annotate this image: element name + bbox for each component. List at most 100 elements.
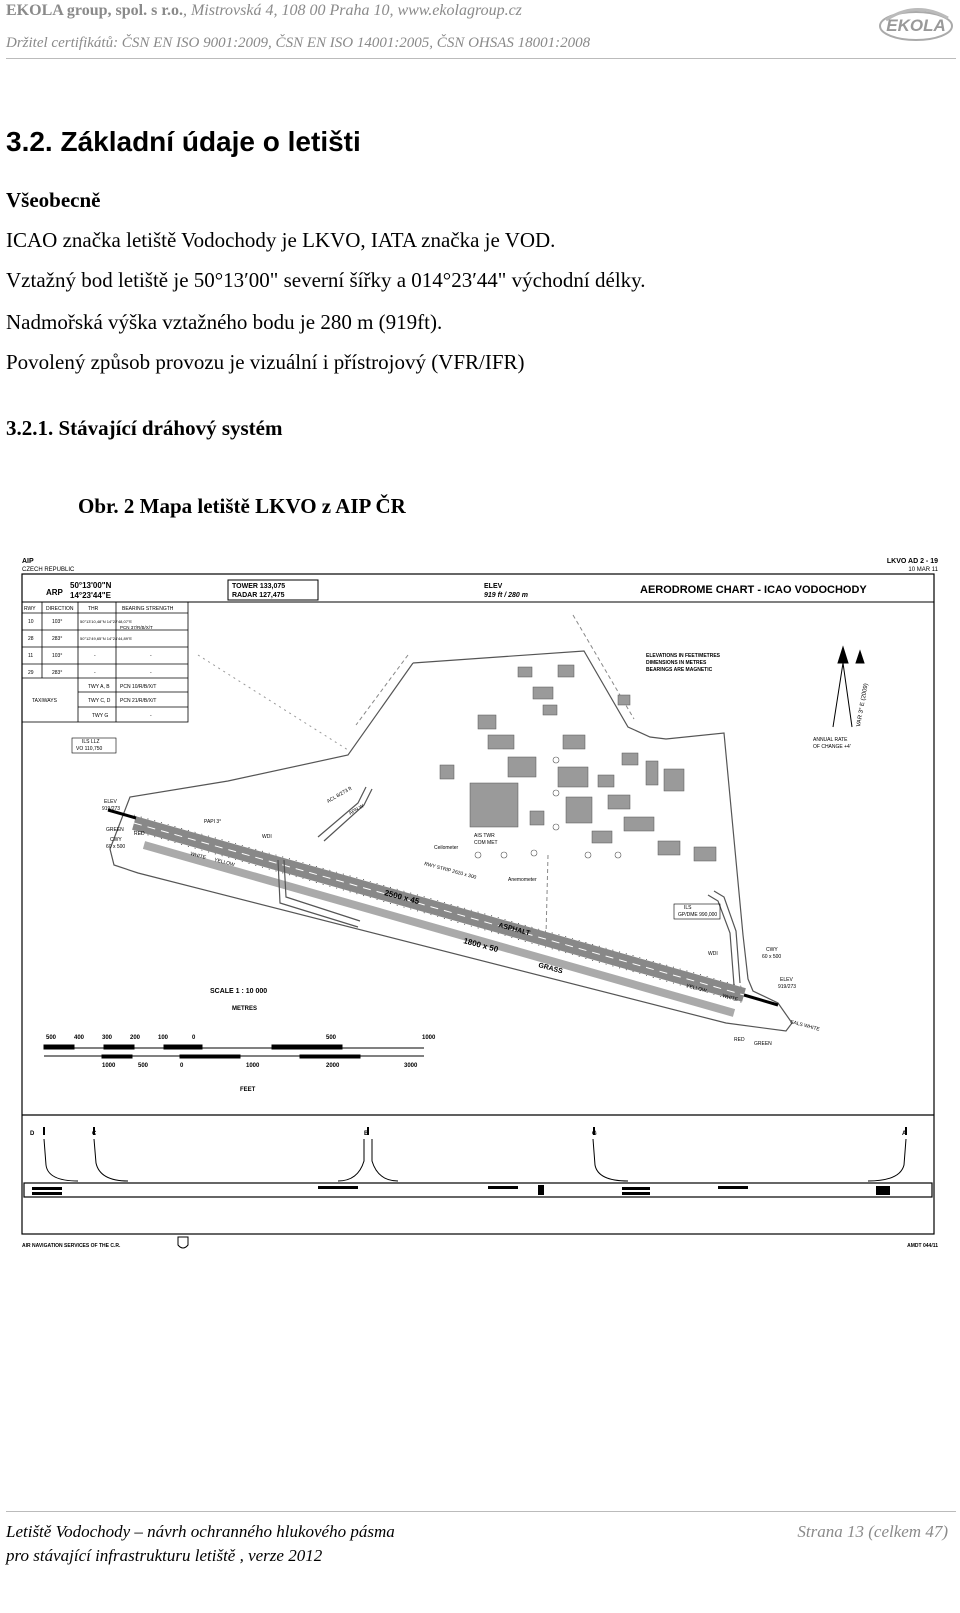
chart-page-id: LKVO AD 2 - 19 (887, 558, 938, 565)
section-title: 3.2. Základní údaje o letišti (6, 126, 361, 157)
cwy-label: CWY (110, 837, 122, 843)
tbl-taxiways: TAXIWAYS (32, 698, 58, 704)
tbl-twy3: TWY G (92, 713, 108, 719)
annual-rate-2: OF CHANGE +4' (813, 744, 851, 750)
tbl-r3-dir: 103° (52, 653, 62, 659)
tbl-r3-pcn: - (150, 653, 152, 659)
wdi-label-1: WDI (262, 834, 272, 840)
north-arrow (832, 645, 865, 728)
chart-footer-left: AIR NAVIGATION SERVICES OF THE C.R. (22, 1243, 121, 1249)
runway-system (107, 808, 779, 1017)
twy-label-a: A (902, 1131, 907, 1137)
yellow-label-2: YELLOW (685, 983, 707, 994)
company-address: , Mistrovská 4, 108 00 Praha 10, www.eko… (182, 2, 522, 19)
chart-footer-right: AMDT 044/11 (907, 1243, 938, 1249)
tbl-twy1: TWY A, B (88, 684, 110, 690)
elev-thr-value-2: 919/273 (778, 984, 796, 990)
tbl-r2-rwy: 28 (28, 636, 34, 642)
note-elevations: ELEVATIONS IN FEET/METRES (646, 653, 721, 659)
m-tick-300: 300 (102, 1035, 113, 1041)
header-rule (6, 58, 956, 59)
tbl-twy3-pcn: - (150, 713, 152, 719)
chart-frame (21, 573, 935, 1235)
subsection-title: 3.2.1. Stávající dráhový systém (6, 416, 283, 440)
twr-label: AIS TWR (474, 833, 495, 839)
m-tick-500: 500 (46, 1035, 57, 1041)
chart-aip: AIP (22, 558, 34, 565)
twy-label-b: B (364, 1131, 369, 1137)
cwy-dim: 60 x 500 (106, 844, 125, 850)
anemometer-label: Anemometer (508, 877, 537, 883)
elev-thr-label: ELEV (104, 799, 117, 805)
aerodrome-chart: AIP CZECH REPUBLIC LKVO AD 2 - 19 10 MAR… (21, 558, 939, 1249)
tower-freq: TOWER 133,075 (232, 583, 285, 590)
met-label: COM MET (474, 840, 498, 846)
ils-llz-label: ILS LLZ (82, 739, 100, 745)
rwy-strip-label: RWY STRIP 2620 x 300 (423, 861, 477, 881)
elev-thr-label-2: ELEV (780, 977, 793, 983)
f-tick-1000b: 1000 (246, 1063, 260, 1069)
ans-emblem-icon (177, 1236, 189, 1249)
tbl-r3-thr: - (94, 653, 96, 659)
logo-text: EKOLA (886, 16, 946, 35)
footer-left-2: pro stávající infrastrukturu letiště , v… (6, 1546, 323, 1565)
buildings (439, 664, 717, 862)
f-tick-500: 500 (138, 1063, 149, 1069)
f-tick-0: 0 (180, 1063, 184, 1069)
runway-detail (22, 1114, 934, 1198)
feet-label: FEET (240, 1087, 256, 1093)
text-line-1: ICAO značka letiště Vodochody je LKVO, I… (6, 228, 556, 252)
twy-label-c: C (92, 1131, 97, 1137)
m-tick-400: 400 (74, 1035, 85, 1041)
footer-left-1: Letiště Vodochody – návrh ochranného hlu… (6, 1522, 395, 1541)
tbl-r4-thr: - (94, 670, 96, 676)
airfield-boundary (109, 650, 793, 1032)
wdi-label-2: WDI (708, 951, 718, 957)
twy-label-g: G (592, 1131, 597, 1137)
chart-date: 10 MAR 11 (908, 567, 938, 573)
elev-thr-value: 919/273 (102, 806, 120, 812)
tbl-r1-rwy: 10 (28, 619, 34, 625)
note-bearings: BEARINGS ARE MAGNETIC (646, 667, 713, 673)
scale-label: SCALE 1 : 10 000 (210, 988, 267, 995)
arp-lon: 14°23'44"E (70, 591, 112, 600)
tbl-r1-thr: 50°13'10,48"N 14°22'48,07"E (80, 619, 132, 624)
papi-label: PAPI 3° (204, 819, 221, 825)
header-certificates: Držitel certifikátů: ČSN EN ISO 9001:200… (6, 35, 591, 51)
tbl-h-rwy: RWY (24, 606, 36, 612)
runway-edge-lights (133, 814, 745, 1004)
text-line-2: Vztažný bod letiště je 50°13′00" severní… (6, 268, 646, 292)
sals-label: SALS WHITE (789, 1019, 820, 1033)
apn-label: APN W (348, 803, 365, 817)
annual-rate: ANNUAL RATE (813, 737, 848, 743)
footer-page-number: Strana 13 (celkem 47) (797, 1522, 948, 1541)
green-label-2: GREEN (754, 1041, 772, 1047)
f-tick-2000: 2000 (326, 1063, 340, 1069)
white-label: WHITE (189, 851, 207, 861)
company-name: EKOLA group, spol. s r.o. (6, 2, 183, 19)
text-line-3: Nadmořská výška vztažného bodu je 280 m … (6, 310, 443, 334)
red-label: RED (134, 831, 145, 837)
m-tick-500b: 500 (326, 1035, 337, 1041)
tbl-h-dir: DIRECTION (46, 606, 74, 612)
arp-lat: 50°13'00"N (70, 581, 112, 590)
tbl-r3-rwy: 11 (28, 653, 33, 659)
scale-bar (43, 1044, 424, 1059)
m-tick-1000: 1000 (422, 1035, 436, 1041)
tbl-h-bearing: BEARING STRENGTH (122, 606, 174, 612)
m-tick-200: 200 (130, 1035, 141, 1041)
tbl-r2-thr: 50°12'49,65"N 14°24'44,89"E (80, 636, 132, 641)
runway-grass (142, 841, 736, 1017)
tbl-r1-pcn: PCN 37/R/B/X/T (120, 625, 153, 630)
tbl-h-thr: THR (88, 606, 99, 612)
tbl-twy1-pcn: PCN 10/R/B/X/T (120, 684, 156, 690)
ils-gp-label: ILS (684, 905, 692, 911)
header-company: EKOLA group, spol. s r.o., Mistrovská 4,… (6, 2, 522, 20)
cwy-label-2: CWY (766, 947, 778, 953)
chart-title: AERODROME CHART - ICAO VODOCHODY (640, 584, 867, 596)
cwy-dim-2: 60 x 500 (762, 954, 781, 960)
metres-label: METRES (232, 1006, 257, 1012)
ceilometer-label: Ceilometer (434, 845, 459, 851)
ils-llz-freq: VO 110,750 (76, 746, 103, 752)
f-tick-3000: 3000 (404, 1063, 418, 1069)
